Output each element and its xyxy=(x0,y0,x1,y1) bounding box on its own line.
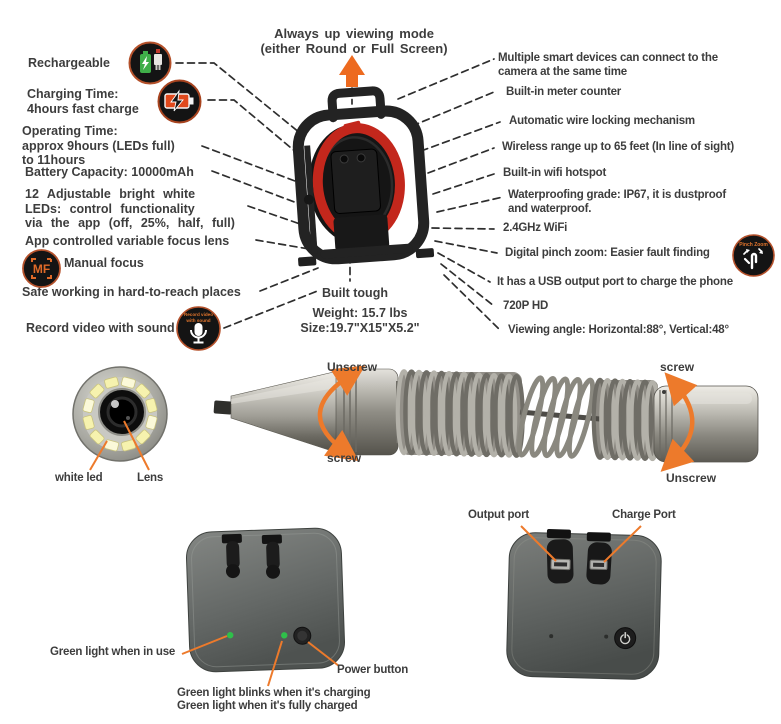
feature-viewing-angle: Viewing angle: Horizontal:88°, Vertical:… xyxy=(508,324,729,336)
power-button-icon[interactable] xyxy=(614,627,637,650)
charge-port-icon[interactable] xyxy=(586,532,613,585)
label-in-use: Green light when in use xyxy=(50,646,176,658)
feature-waterproof: Waterproofing grade: IP67, it is dustpro… xyxy=(508,189,726,215)
label-unscrew-right: Unscrew xyxy=(666,471,717,485)
feature-safe-working: Safe working in hard-to-reach places xyxy=(22,285,241,299)
feature-battery-capacity: Battery Capacity: 10000mAh xyxy=(25,165,194,179)
cable-reel-illustration xyxy=(292,86,435,267)
charge-port-pointer xyxy=(603,525,642,563)
power-button-icon[interactable] xyxy=(293,626,312,645)
label-charge-port: Charge Port xyxy=(612,509,676,521)
feature-record-video: Record video with sound xyxy=(26,321,175,335)
always-up-note: Always up viewing mode (either Round or … xyxy=(260,26,448,56)
feature-leds: 12 Adjustable bright white LEDs: control… xyxy=(25,187,235,230)
feature-multi-device: Multiple smart devices can connect to th… xyxy=(498,52,718,78)
feature-pinch-zoom: Digital pinch zoom: Easier fault finding xyxy=(505,247,710,259)
feature-meter-counter: Built-in meter counter xyxy=(506,86,622,98)
label-charging-note: Green light blinks when it's charging Gr… xyxy=(177,687,371,713)
feature-usb-output: It has a USB output port to charge the p… xyxy=(497,276,733,288)
record-icon-caption: Record video with sound xyxy=(183,312,214,323)
control-box-back-illustration xyxy=(185,527,346,673)
record-video-icon: Record video with sound xyxy=(176,306,221,351)
feature-rechargeable: Rechargeable xyxy=(28,56,110,70)
hanger-clip-icon xyxy=(221,533,282,579)
usb-output-port-icon[interactable] xyxy=(545,529,575,584)
feature-wireless-range: Wireless range up to 65 feet (In line of… xyxy=(502,141,735,153)
always-up-arrow-icon xyxy=(339,55,365,87)
in-use-pointer xyxy=(181,635,228,655)
fast-charge-icon xyxy=(157,79,202,124)
feature-wire-locking: Automatic wire locking mechanism xyxy=(509,115,695,127)
manual-focus-icon: MF xyxy=(22,249,61,288)
camera-face-illustration xyxy=(72,366,168,471)
pinch-zoom-icon: Pinch Zoom xyxy=(732,234,775,277)
label-lens: Lens xyxy=(137,472,164,484)
feature-manual-focus: Manual focus xyxy=(64,256,144,270)
label-screw-left: screw xyxy=(327,451,362,465)
label-white-led: white led xyxy=(55,472,103,484)
power-pointer xyxy=(307,641,340,667)
output-port-pointer xyxy=(520,525,557,562)
status-led-green xyxy=(227,632,234,639)
feature-hd: 720P HD xyxy=(503,300,549,312)
pinch-icon-caption: Pinch Zoom xyxy=(739,242,768,248)
label-unscrew-left: Unscrew xyxy=(327,360,378,374)
feature-wifi-band: 2.4GHz WiFi xyxy=(503,222,568,234)
charging-pointer xyxy=(267,640,283,687)
rechargeable-battery-icon xyxy=(128,41,172,85)
reel-caption: Built tough xyxy=(322,286,388,300)
label-output-port: Output port xyxy=(468,509,530,521)
mf-text: MF xyxy=(33,262,50,276)
control-box-ports-illustration xyxy=(506,529,662,680)
feature-charging-time: Charging Time: 4hours fast charge xyxy=(27,87,139,116)
charging-led-green xyxy=(281,632,288,639)
spring-coils xyxy=(395,369,661,462)
feature-operating-time: Operating Time: approx 9hours (LEDs full… xyxy=(22,124,175,167)
label-power-button: Power button xyxy=(337,664,409,676)
label-screw-right: screw xyxy=(660,360,695,374)
feature-wifi-hotspot: Built-in wifi hotspot xyxy=(503,167,607,179)
camera-head-illustration xyxy=(213,365,759,472)
reel-weight: Weight: 15.7 lbs xyxy=(312,306,408,320)
reel-size: Size:19.7"X15"X5.2" xyxy=(300,321,420,335)
feature-focus-lens: App controlled variable focus lens xyxy=(25,234,230,248)
